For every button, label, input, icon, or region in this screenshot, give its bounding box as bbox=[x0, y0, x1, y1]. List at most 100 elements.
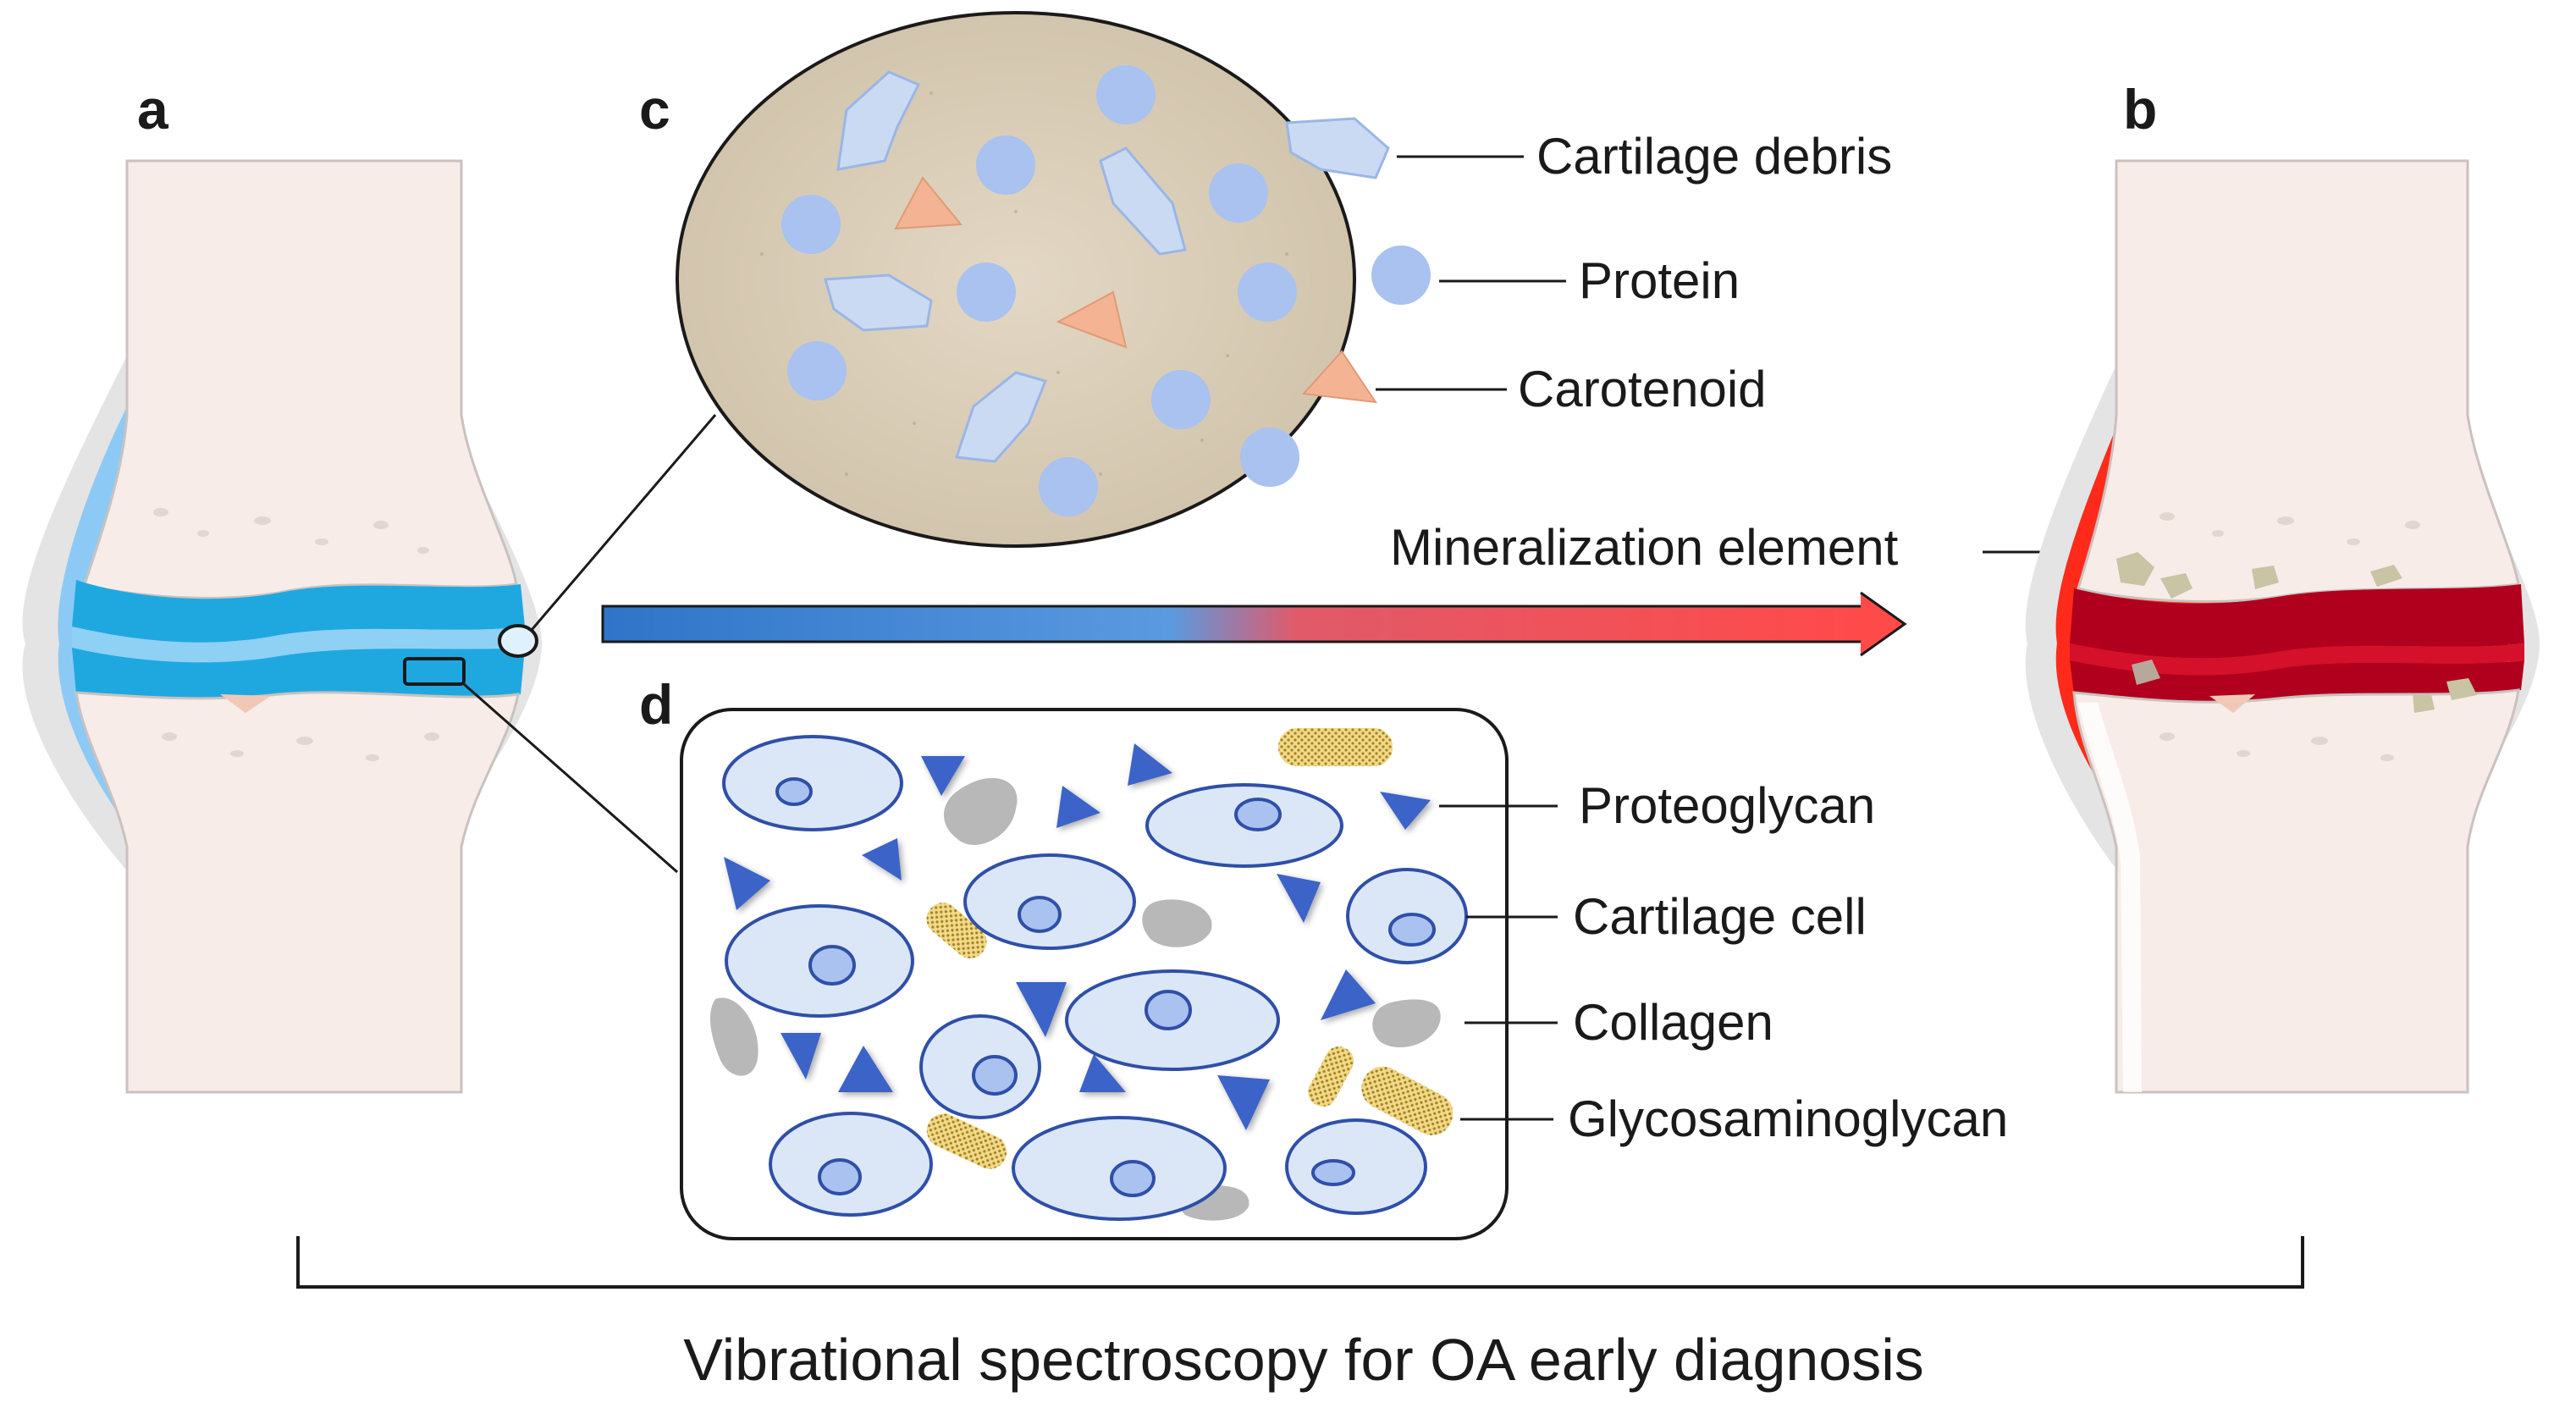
healthy-joint: a bbox=[22, 78, 542, 1094]
cartilage-debris bbox=[1099, 146, 1187, 256]
proteoglycan bbox=[724, 857, 770, 910]
progression-arrow-shaft bbox=[601, 605, 1866, 643]
cartilage-debris bbox=[954, 371, 1048, 463]
cartilage-panel: d bbox=[639, 673, 1509, 1240]
cartilage-cell bbox=[769, 1112, 933, 1217]
oa-cartilage bbox=[2070, 584, 2524, 659]
cartilage-cell bbox=[722, 735, 903, 831]
mineralization-element bbox=[2132, 660, 2160, 685]
cartilage-cell-group bbox=[722, 735, 1468, 1221]
cartilage-callouts: Proteoglycan Cartilage cell Collagen Gly… bbox=[1439, 777, 2008, 1147]
cartilage-cell-label: Cartilage cell bbox=[1573, 888, 1867, 945]
fluid-zoom-marker bbox=[498, 624, 538, 658]
protein bbox=[1039, 457, 1098, 516]
protein bbox=[976, 135, 1035, 195]
mineralization-element bbox=[2116, 552, 2154, 586]
glycosaminoglycan-group bbox=[926, 728, 1453, 1169]
proteoglycan bbox=[1380, 792, 1431, 830]
figure-caption: Vibrational spectroscopy for OA early di… bbox=[683, 1327, 1924, 1393]
cartilage-debris bbox=[836, 70, 921, 171]
mineralization-element bbox=[2370, 565, 2402, 587]
protein bbox=[1371, 246, 1431, 305]
healthy-bone-notch bbox=[220, 694, 271, 713]
protein-group bbox=[781, 65, 1431, 516]
proteoglycan bbox=[1321, 969, 1376, 1020]
protein bbox=[1240, 428, 1299, 487]
glycosaminoglycan-label: Glycosaminoglycan bbox=[1568, 1091, 2008, 1147]
proteoglycan-label: Proteoglycan bbox=[1579, 777, 1875, 834]
proteoglycan bbox=[1277, 874, 1321, 923]
mineralization-element bbox=[2252, 566, 2279, 589]
glycosaminoglycan bbox=[926, 903, 987, 958]
cartilage-cell bbox=[1065, 969, 1280, 1071]
proteoglycan bbox=[1056, 786, 1100, 828]
cartilage-cell bbox=[963, 853, 1136, 950]
proteoglycan bbox=[1217, 1075, 1270, 1130]
carotenoid bbox=[894, 176, 963, 230]
oa-lower-bone bbox=[2072, 688, 2520, 1094]
panel-c-label: c bbox=[639, 78, 670, 141]
oa-bone-edge-highlight bbox=[2078, 703, 2142, 1092]
protein bbox=[787, 341, 847, 400]
cartilage-cell bbox=[725, 904, 914, 1018]
collagen bbox=[1142, 899, 1212, 947]
glycosaminoglycan bbox=[1278, 728, 1393, 766]
zoom-line-fluid bbox=[530, 414, 717, 631]
proteoglycan bbox=[862, 838, 902, 881]
proteoglycan-group bbox=[724, 743, 1431, 1130]
proteoglycan bbox=[1079, 1054, 1126, 1092]
healthy-upper-bone bbox=[83, 159, 518, 599]
cartilage-debris-label: Cartilage debris bbox=[1536, 128, 1892, 185]
glycosaminoglycan bbox=[1308, 1046, 1354, 1107]
oa-bone-notch bbox=[2209, 694, 2255, 713]
protein bbox=[1096, 65, 1156, 124]
cartilage-cell bbox=[1285, 1118, 1427, 1215]
proteoglycan bbox=[1128, 743, 1172, 786]
panel-d-label: d bbox=[639, 673, 673, 736]
carotenoid-group bbox=[894, 176, 1378, 404]
cartilage-debris bbox=[824, 273, 933, 332]
protein bbox=[1209, 163, 1268, 223]
cartilage-cell bbox=[1012, 1116, 1227, 1221]
protein bbox=[957, 262, 1016, 322]
progression-arrow bbox=[601, 591, 1907, 657]
mineralization-group bbox=[2116, 552, 2477, 713]
carotenoid bbox=[1056, 290, 1128, 349]
protein bbox=[781, 195, 841, 254]
collagen-label: Collagen bbox=[1573, 994, 1773, 1051]
progression-arrow-head bbox=[1860, 591, 1907, 657]
protein bbox=[1151, 370, 1211, 429]
carotenoid bbox=[1301, 350, 1378, 404]
proteoglycan bbox=[838, 1046, 893, 1092]
proteoglycan bbox=[781, 1033, 821, 1079]
oa-joint: b bbox=[2025, 78, 2540, 1094]
protein bbox=[1238, 262, 1297, 322]
glycosaminoglycan bbox=[1361, 1066, 1453, 1135]
synovial-fluid-callouts: Cartilage debris Protein Carotenoid bbox=[1376, 128, 1892, 417]
cartilage-cell bbox=[919, 1014, 1041, 1119]
cartilage-debris-group bbox=[824, 70, 1390, 463]
oa-cartilage-lower bbox=[2070, 660, 2524, 703]
collagen bbox=[944, 777, 1018, 845]
oa-upper-bone bbox=[2077, 159, 2520, 603]
cartilage-zoom-marker bbox=[403, 657, 466, 686]
proteoglycan bbox=[1016, 982, 1067, 1037]
mineralization-element bbox=[2446, 678, 2477, 700]
mineralization-element-label: Mineralization element bbox=[1390, 519, 1899, 576]
protein-label: Protein bbox=[1579, 252, 1740, 309]
collagen bbox=[1372, 999, 1441, 1048]
healthy-bone-texture bbox=[153, 508, 439, 761]
summary-bracket bbox=[296, 1236, 2304, 1289]
panel-b-label: b bbox=[2123, 78, 2157, 141]
cartilage-cell bbox=[1145, 783, 1343, 868]
oa-bone-texture bbox=[2160, 512, 2420, 761]
synovial-fluid-panel: c bbox=[639, 11, 1431, 548]
healthy-lower-bone bbox=[74, 691, 520, 1094]
oa-joint-gap bbox=[2070, 643, 2524, 676]
proteoglycan bbox=[921, 756, 965, 796]
cartilage-cell bbox=[1346, 868, 1468, 964]
panel-a-label: a bbox=[137, 78, 169, 141]
collagen-group bbox=[709, 777, 1441, 1221]
healthy-synovial-gap bbox=[72, 627, 525, 663]
